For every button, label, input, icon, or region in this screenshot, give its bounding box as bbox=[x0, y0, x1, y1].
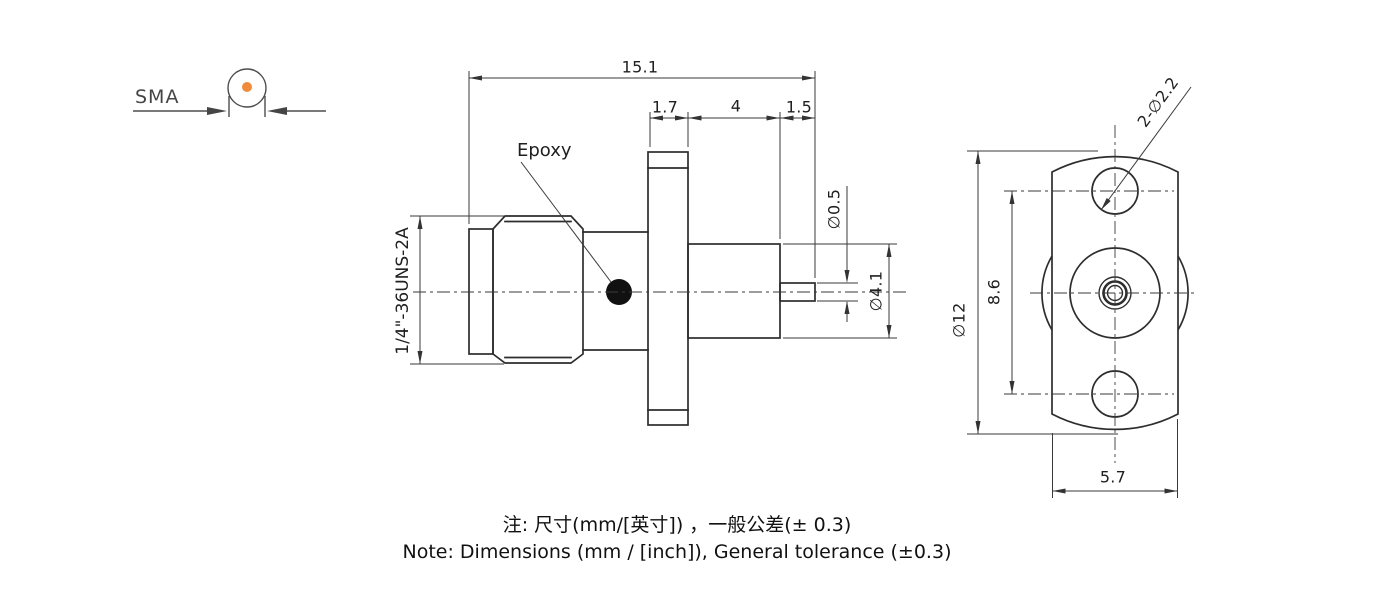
dim-flange-width: 5.7 bbox=[1099, 467, 1127, 487]
nut-end-cap bbox=[468, 228, 494, 355]
cable-cross-section-circle bbox=[227, 68, 267, 108]
dim-pin-length: 1.5 bbox=[785, 97, 813, 117]
flange-plate bbox=[647, 151, 689, 426]
note-english: Note: Dimensions (mm / [inch]), General … bbox=[402, 541, 952, 563]
dim-overall-length: 15.1 bbox=[621, 57, 659, 77]
dim-flange-height: ∅12 bbox=[949, 302, 969, 338]
sma-cable-symbol bbox=[133, 68, 326, 117]
right-arrow-icon bbox=[267, 107, 287, 115]
thread-spec-label: 1/4"-36UNS-2A bbox=[393, 227, 413, 355]
side-view-arrowheads bbox=[417, 75, 892, 364]
inner-conductor-dot bbox=[242, 82, 252, 92]
front-view-arrowheads bbox=[975, 151, 1178, 494]
front-view-centerlines bbox=[1004, 125, 1198, 463]
dim-body-length: 4 bbox=[730, 96, 742, 116]
dim-pin-diameter: ∅0.5 bbox=[824, 188, 844, 230]
dim-hole-spacing: 8.6 bbox=[984, 278, 1004, 306]
side-view-body bbox=[468, 151, 816, 426]
nut-bulge-right bbox=[1177, 255, 1189, 331]
front-view-dimensions bbox=[967, 86, 1192, 498]
dim-flange-thickness: 1.7 bbox=[651, 97, 679, 117]
notes-block: 注: 尺寸(mm/[英寸]) ，一般公差(± 0.3) Note: Dimens… bbox=[377, 512, 977, 566]
nut-bulge-left bbox=[1041, 255, 1053, 331]
note-chinese: 注: 尺寸(mm/[英寸]) ，一般公差(± 0.3) bbox=[502, 514, 852, 536]
sma-label: SMA bbox=[135, 86, 180, 108]
epoxy-label: Epoxy bbox=[517, 140, 572, 161]
rear-body bbox=[687, 243, 781, 339]
flange-outline bbox=[1051, 155, 1179, 431]
dim-body-diameter: ∅4.1 bbox=[866, 270, 886, 312]
hex-nut bbox=[492, 215, 584, 364]
left-arrow-icon bbox=[207, 107, 227, 115]
epoxy-dot bbox=[606, 279, 632, 305]
